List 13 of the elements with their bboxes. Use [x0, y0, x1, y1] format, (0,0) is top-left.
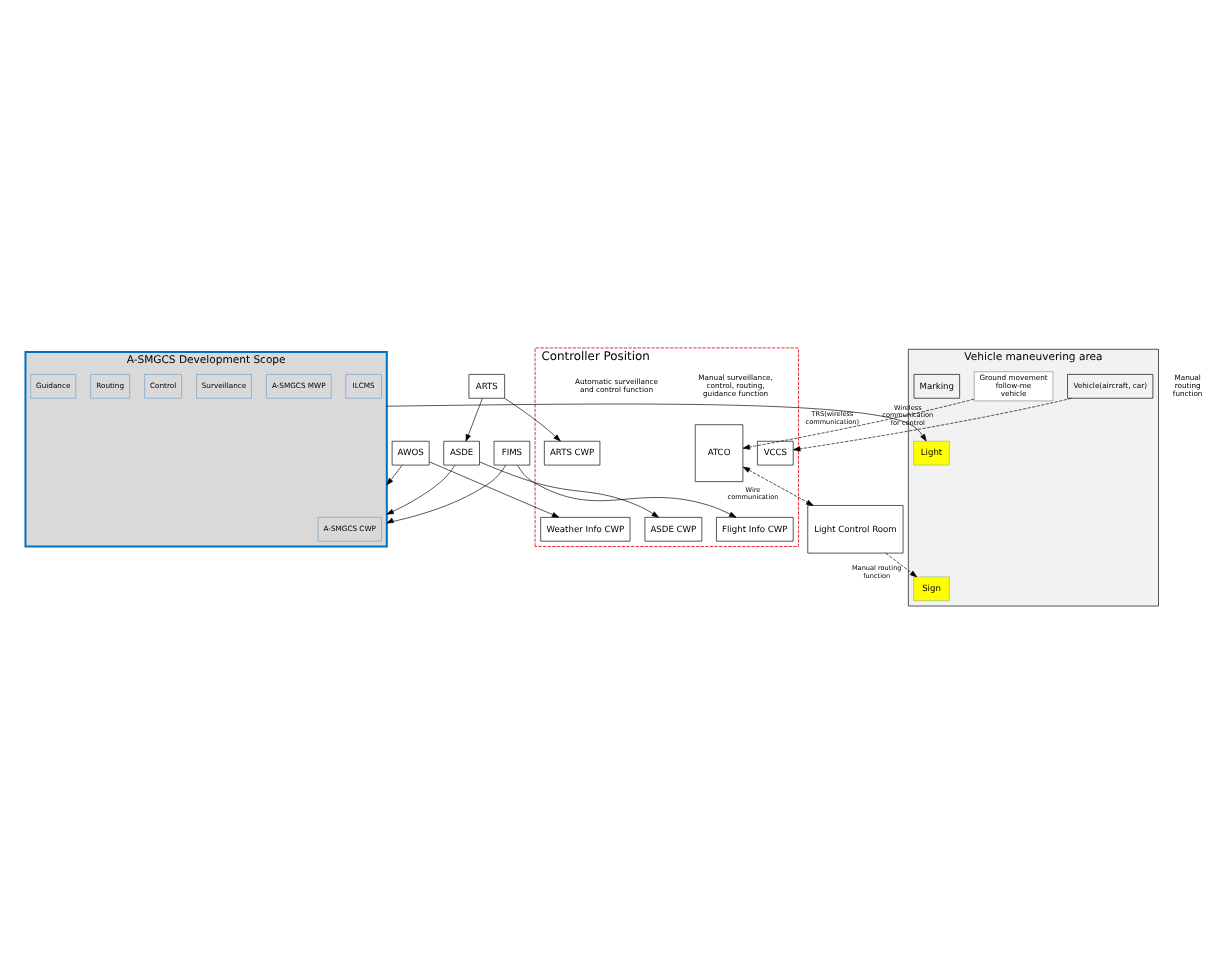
- arrow: [793, 397, 1072, 452]
- arrow: [386, 403, 927, 442]
- arrow: [386, 464, 403, 486]
- arrow: [517, 465, 737, 518]
- arrow: [504, 397, 561, 442]
- arrow: [479, 461, 659, 518]
- arrow: [885, 552, 918, 578]
- arrow: [742, 466, 814, 506]
- arrow: [386, 465, 456, 515]
- arrow: [429, 461, 560, 518]
- arrow: [465, 398, 483, 442]
- arrow: [742, 398, 975, 450]
- arrow: [386, 464, 507, 524]
